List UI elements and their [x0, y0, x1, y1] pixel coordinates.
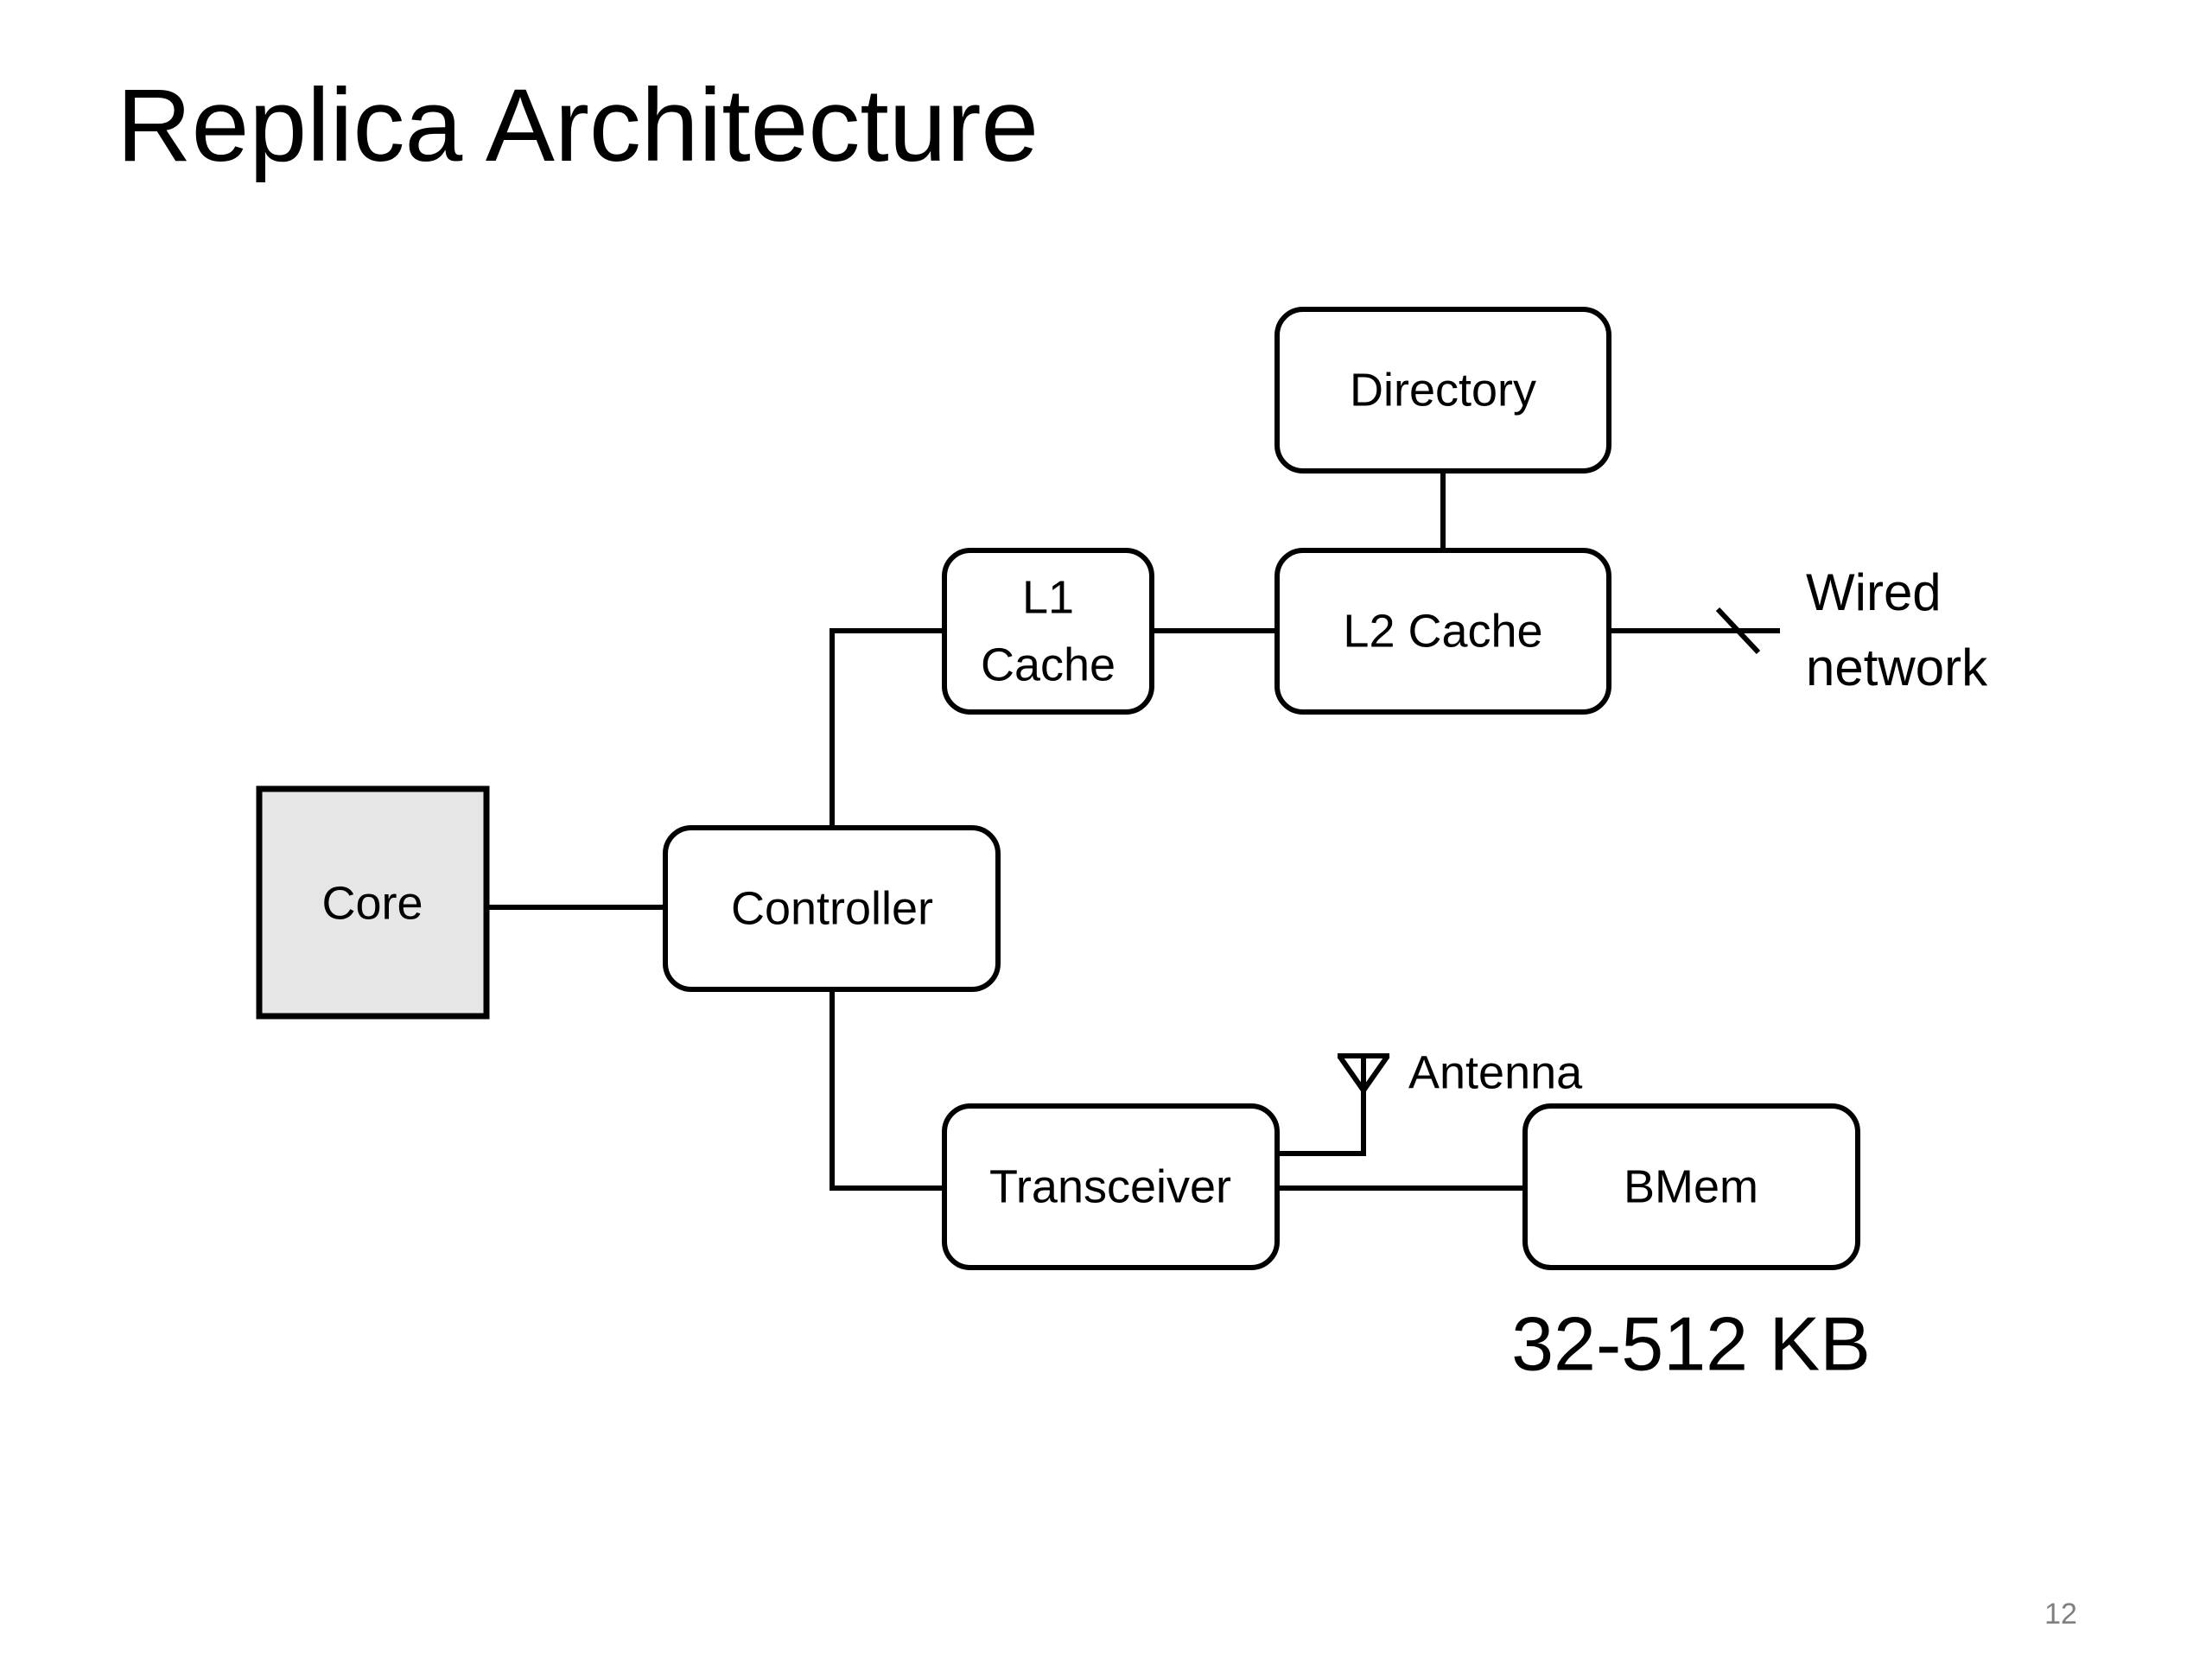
antenna-icon — [1337, 1053, 1390, 1096]
bmem-size-label: 32-512 KB — [1511, 1300, 1871, 1386]
controller-box — [663, 825, 1001, 992]
controller-label: Controller — [731, 882, 933, 934]
transceiver-box — [942, 1103, 1280, 1270]
directory-box — [1274, 307, 1611, 474]
slide-title: Replica Architecture — [117, 67, 1039, 183]
core-box — [256, 785, 490, 1020]
l1-cache-box — [942, 548, 1154, 715]
edge-transceiver-antenna — [1277, 1071, 1366, 1156]
wired-network-label-line2: network — [1806, 639, 1988, 696]
connectors — [486, 471, 1780, 1191]
edge-controller-transceiver — [830, 989, 944, 1191]
transceiver-label: Transceiver — [989, 1160, 1231, 1212]
l1-cache-label-line2: Cache — [981, 639, 1116, 690]
wired-network-label-line1: Wired — [1806, 563, 1942, 621]
l2-cache-label: L2 Cache — [1343, 605, 1542, 657]
wired-network-slash — [1715, 607, 1761, 655]
edge-controller-l1-cache — [830, 628, 944, 828]
directory-label: Directory — [1350, 364, 1536, 416]
bmem-box — [1522, 1103, 1860, 1270]
core-label: Core — [321, 877, 423, 929]
l1-cache-label-line1: L1 — [1022, 571, 1074, 623]
page-number: 12 — [2044, 1598, 2077, 1630]
antenna-label: Antenna — [1408, 1046, 1583, 1098]
bmem-label: BMem — [1624, 1160, 1758, 1212]
l2-cache-box — [1274, 548, 1611, 715]
